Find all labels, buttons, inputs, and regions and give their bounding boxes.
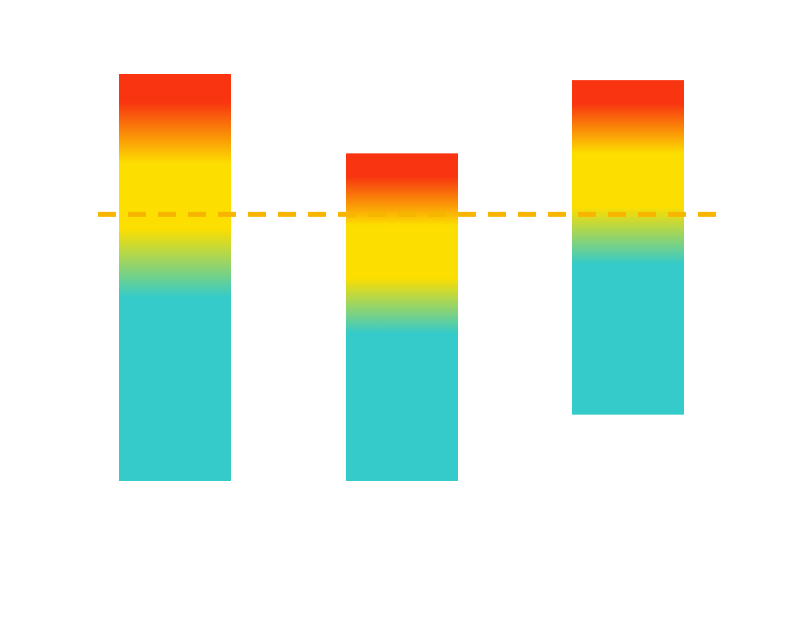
bar-2 <box>346 153 458 482</box>
bar-1 <box>119 74 231 481</box>
bar-3 <box>572 80 684 415</box>
bars-layer <box>119 74 684 482</box>
